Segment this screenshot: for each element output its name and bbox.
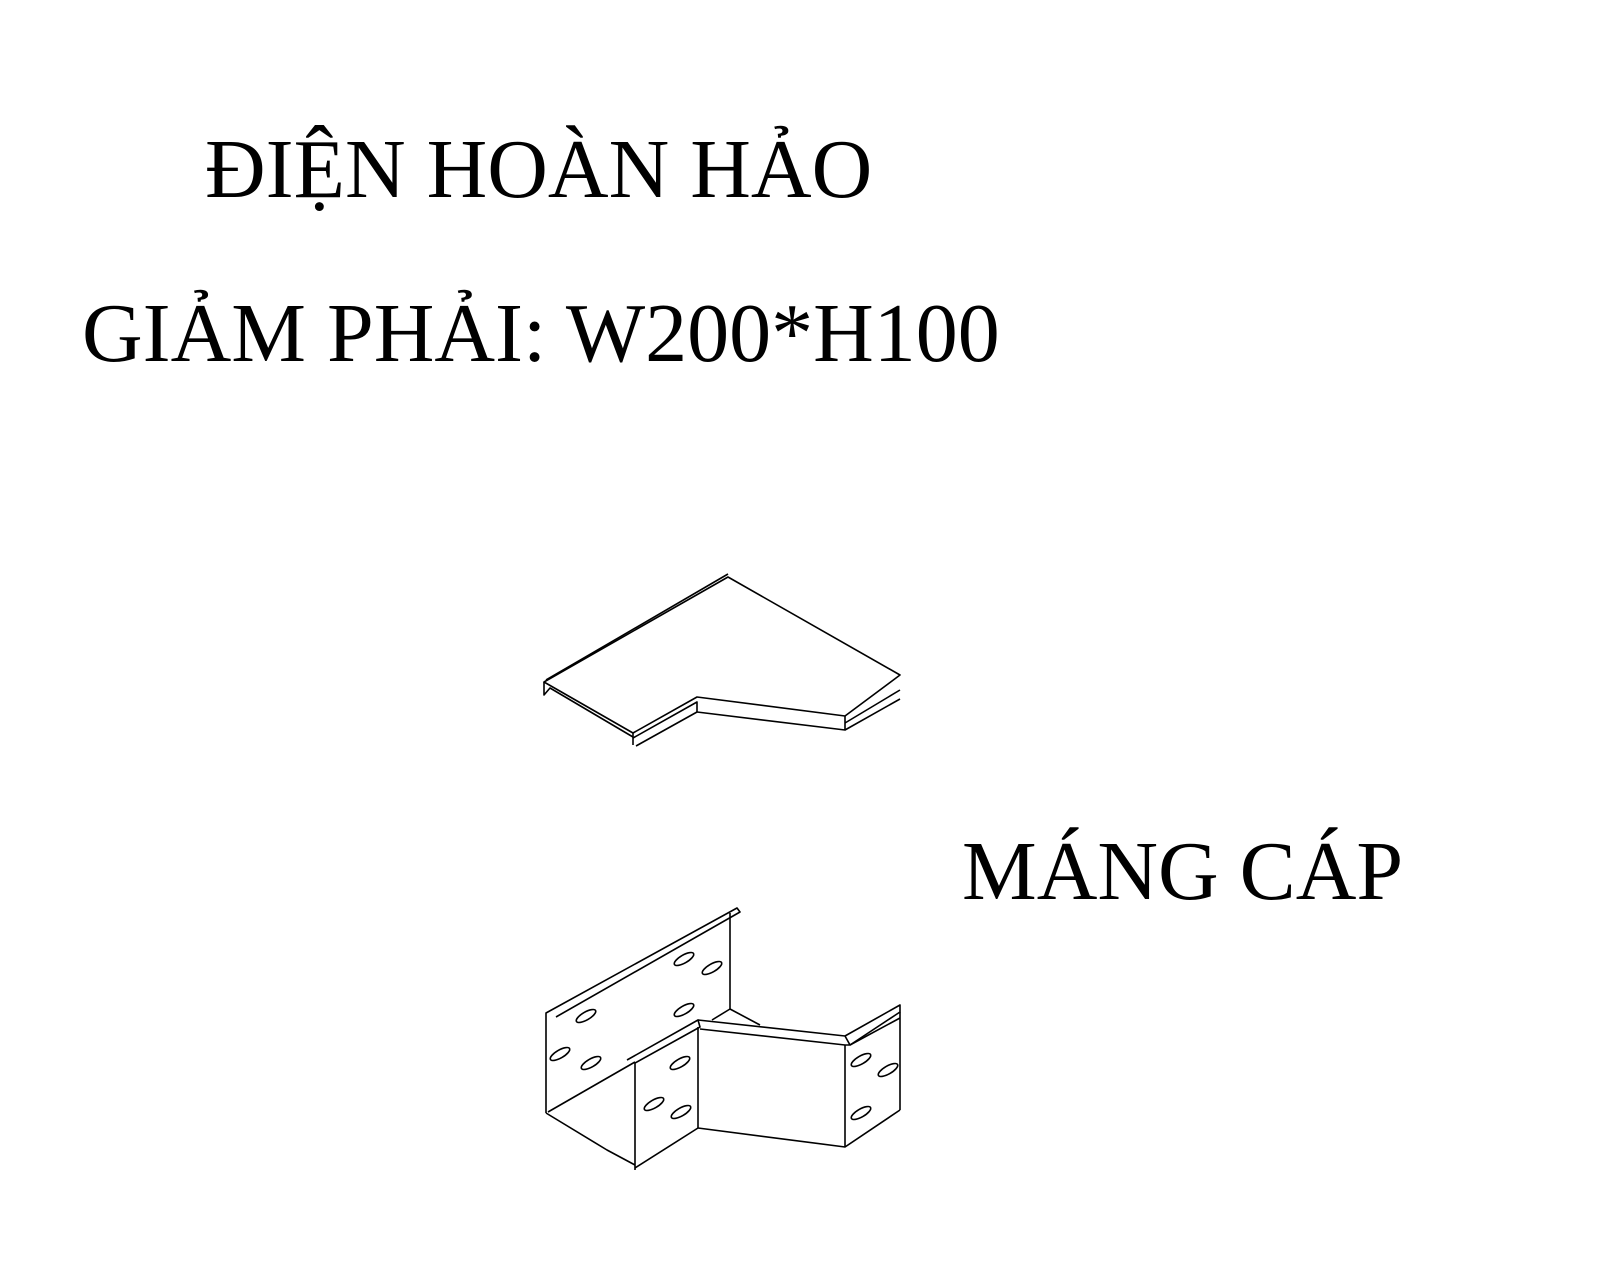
slot-holes	[549, 951, 899, 1121]
tray-cover-drawing	[543, 573, 901, 747]
product-title: GIẢM PHẢI: W200*H100	[82, 287, 1000, 380]
category-label: MÁNG CÁP	[962, 825, 1404, 918]
brand-title: ĐIỆN HOÀN HẢO	[205, 123, 873, 216]
tray-body-drawing	[545, 907, 901, 1170]
cover-top-face	[543, 576, 901, 734]
